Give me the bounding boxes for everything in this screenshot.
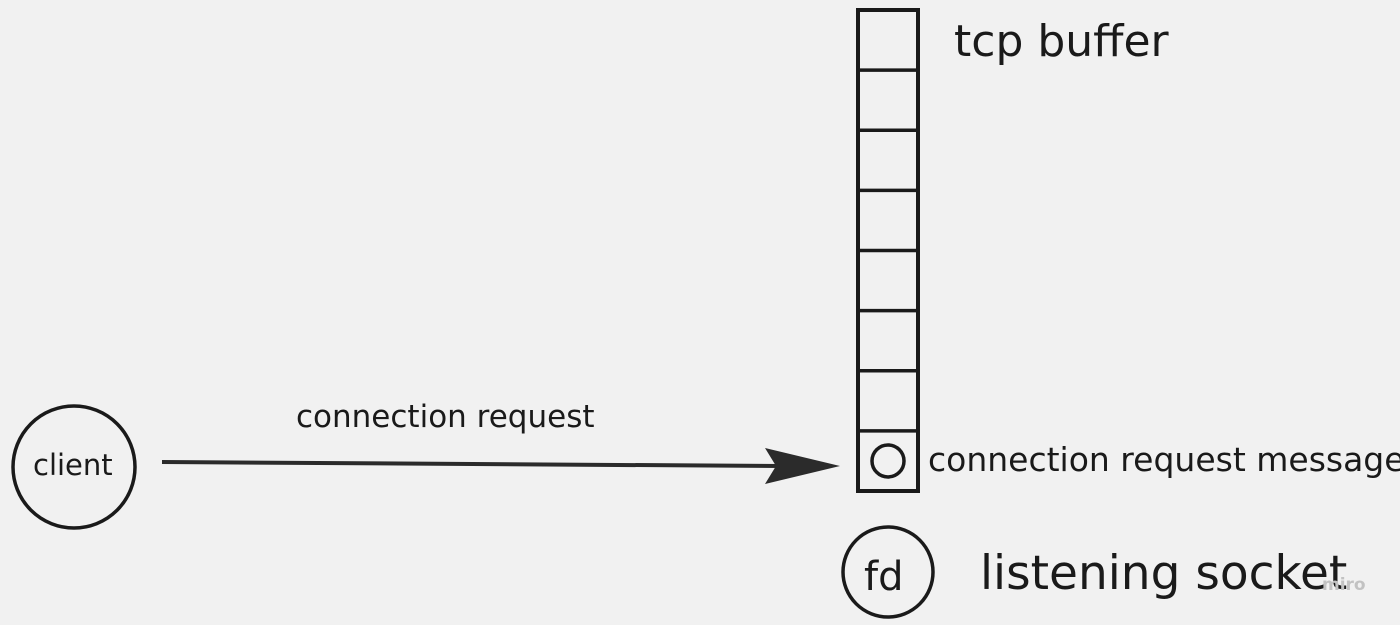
fd-node <box>841 525 935 619</box>
client-node <box>11 404 137 530</box>
miro-watermark: miro <box>1322 575 1366 595</box>
connection-request-message-label: connection request message <box>928 440 1400 479</box>
listening-socket-label: listening socket <box>980 546 1348 601</box>
tcp-buffer-label: tcp buffer <box>954 16 1169 67</box>
arrow-shaft <box>161 460 781 468</box>
arrow-head <box>765 448 840 484</box>
tcp-buffer <box>856 8 920 493</box>
client-label: client <box>33 448 113 482</box>
connection-request-message-marker <box>870 443 906 479</box>
connection-request-arrow <box>161 448 840 484</box>
fd-label: fd <box>864 554 904 600</box>
connection-request-label: connection request <box>296 399 595 435</box>
